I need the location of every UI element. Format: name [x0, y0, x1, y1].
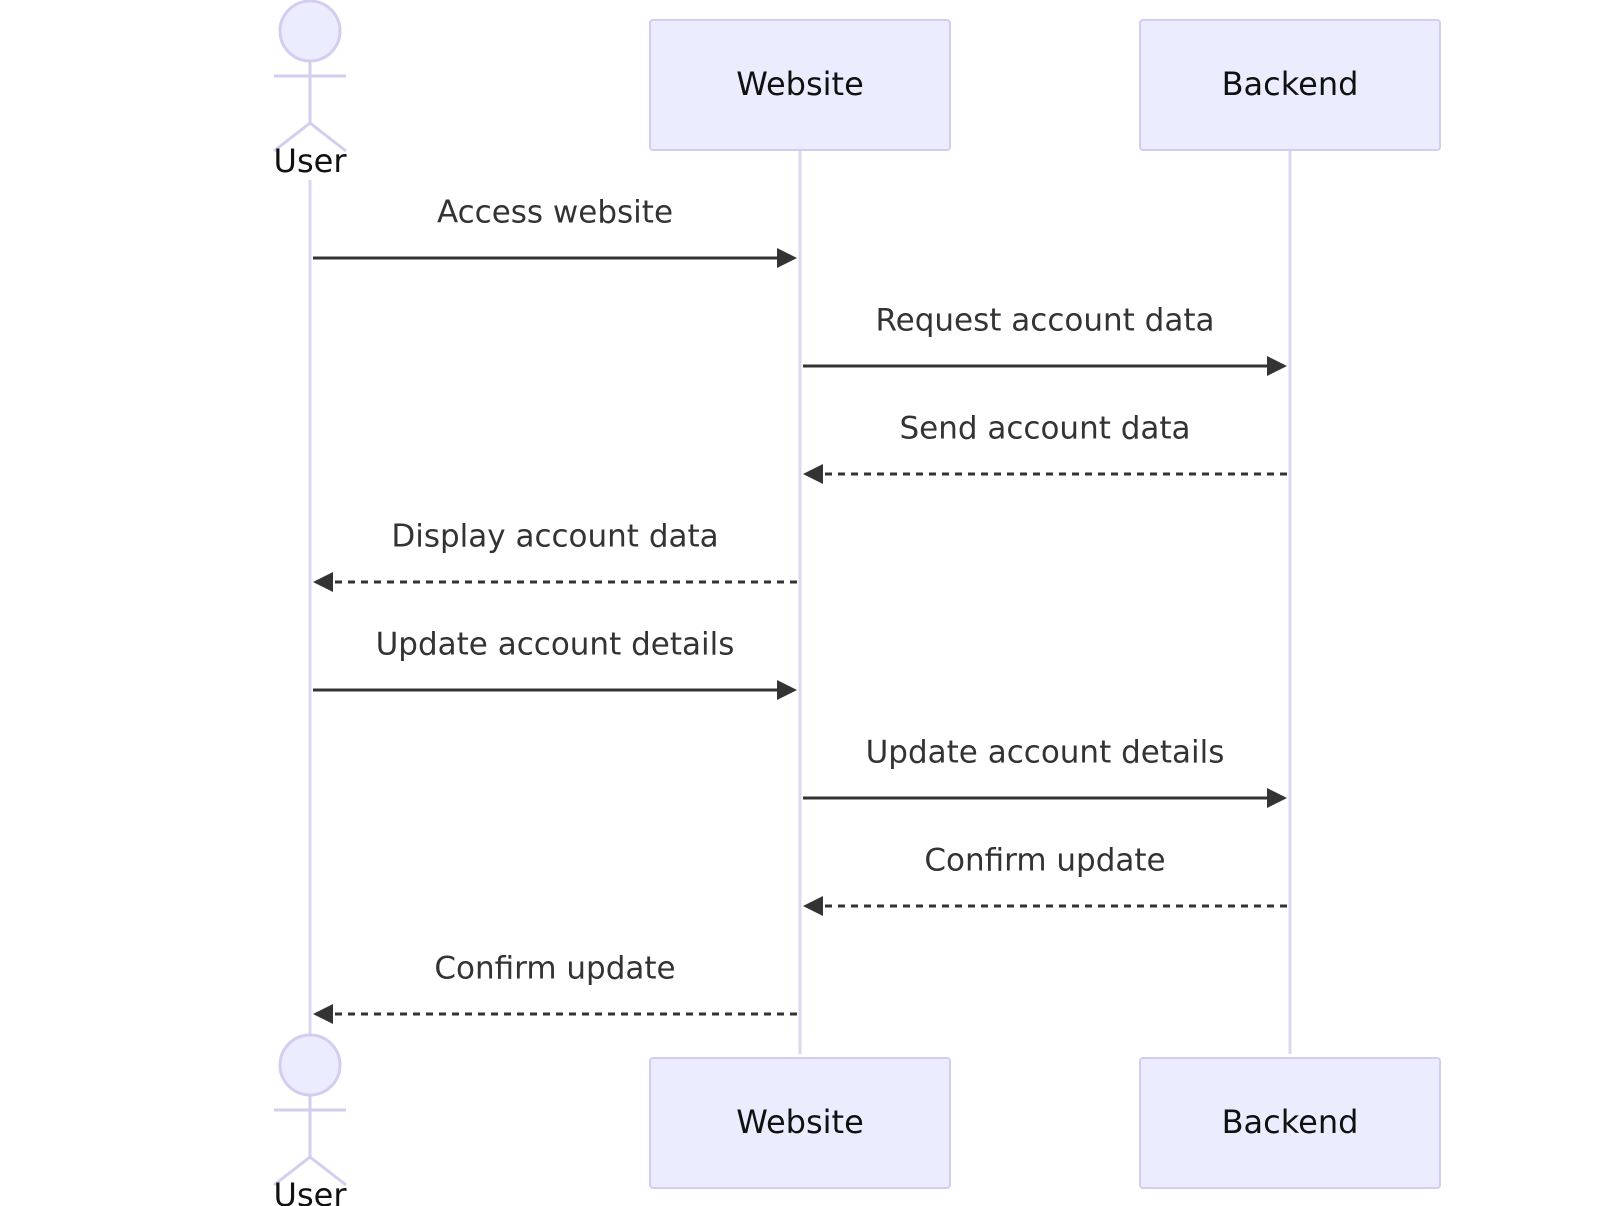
message-label: Update account details — [376, 627, 735, 663]
message-6: Update account details — [803, 735, 1287, 808]
arrowhead — [777, 680, 797, 700]
actor-body — [273, 61, 347, 153]
actor-label: User — [274, 142, 348, 180]
participant-label: Backend — [1222, 1103, 1359, 1141]
participant-label: Website — [736, 65, 864, 103]
participant-label: Backend — [1222, 65, 1359, 103]
participant-backend-bottom: Backend — [1139, 1057, 1441, 1189]
message-label: Display account data — [391, 519, 718, 555]
message-label: Request account data — [876, 303, 1215, 339]
participant-box — [649, 1057, 951, 1189]
actor-user-bottom: User — [273, 1033, 348, 1206]
arrowhead — [803, 896, 823, 916]
message-label: Confirm update — [924, 843, 1165, 879]
message-3: Send account data — [803, 411, 1287, 484]
arrowhead — [1267, 788, 1287, 808]
message-5: Update account details — [313, 627, 797, 700]
participant-box — [649, 19, 951, 151]
arrowhead — [1267, 356, 1287, 376]
message-label: Access website — [437, 195, 673, 231]
arrowhead — [313, 1004, 333, 1024]
participant-website-bottom: Website — [649, 1057, 951, 1189]
actor-body — [273, 1095, 347, 1187]
actor-head — [278, 0, 342, 63]
lifelines — [308, 150, 1292, 1054]
participant-box — [1139, 19, 1441, 151]
arrowhead — [777, 248, 797, 268]
participant-backend-top: Backend — [1139, 19, 1441, 151]
actor-label: User — [274, 1176, 348, 1206]
message-8: Confirm update — [313, 951, 797, 1024]
message-label: Confirm update — [434, 951, 675, 987]
participant-label: Website — [736, 1103, 864, 1141]
actor-user-top: User — [273, 0, 348, 180]
message-label: Send account data — [899, 411, 1190, 447]
arrowhead — [803, 464, 823, 484]
arrowhead — [313, 572, 333, 592]
actor-head — [278, 1033, 342, 1097]
message-4: Display account data — [313, 519, 797, 592]
message-2: Request account data — [803, 303, 1287, 376]
message-label: Update account details — [866, 735, 1225, 771]
participant-website-top: Website — [649, 19, 951, 151]
message-7: Confirm update — [803, 843, 1287, 916]
message-1: Access website — [313, 195, 797, 268]
participant-box — [1139, 1057, 1441, 1189]
